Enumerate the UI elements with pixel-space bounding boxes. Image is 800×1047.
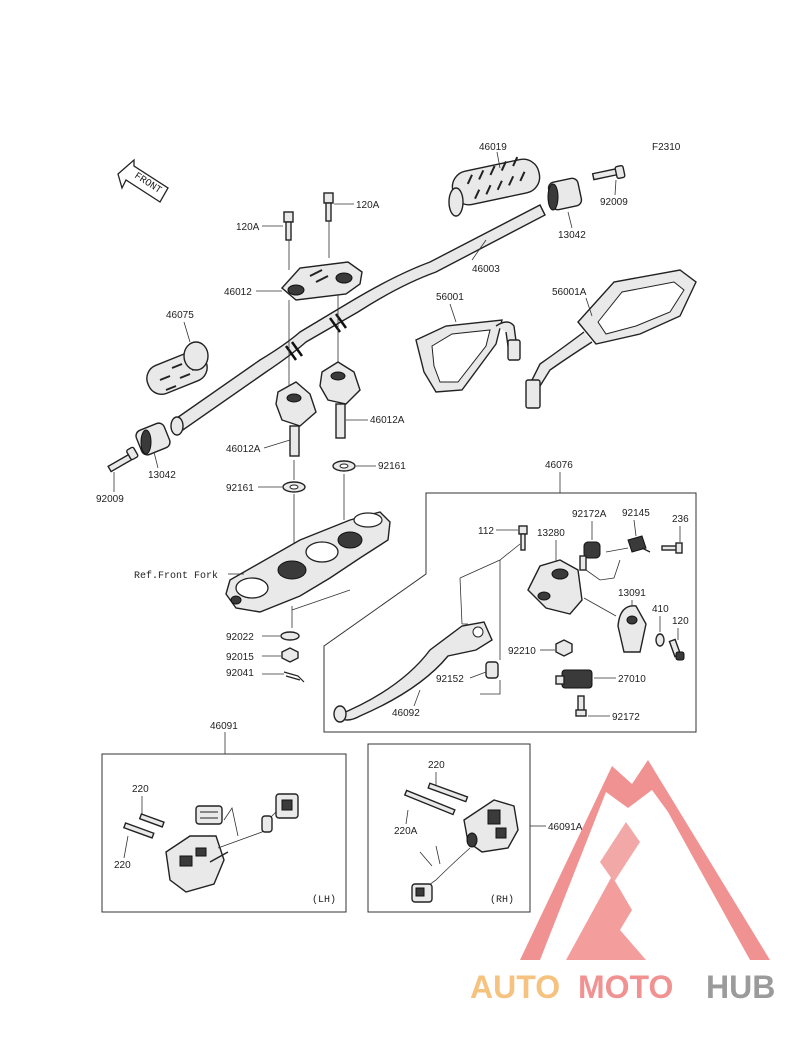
callout-92161-left: 92161 <box>226 483 254 494</box>
bolt-120 <box>668 638 685 661</box>
lh-switch-box <box>101 753 347 913</box>
callout-46091a: 46091A <box>548 822 583 833</box>
callout-120: 120 <box>672 616 689 627</box>
lever-holder-13280 <box>527 559 583 615</box>
callout-410: 410 <box>652 604 669 615</box>
nut-92210 <box>555 639 573 657</box>
handlebar-holder-left <box>275 381 317 457</box>
callout-46012a-left: 46012A <box>226 444 261 455</box>
callout-92145: 92145 <box>622 508 650 519</box>
washer-410 <box>655 633 665 647</box>
callout-13091: 13091 <box>618 588 646 599</box>
callout-46075: 46075 <box>166 310 194 321</box>
callout-27010: 27010 <box>618 674 646 685</box>
callout-56001: 56001 <box>436 292 464 303</box>
mirror-right <box>525 269 697 409</box>
bolt-120a-right <box>323 192 334 222</box>
front-arrow-icon: FRONT <box>117 158 169 203</box>
rh-tag: (RH) <box>490 894 514 906</box>
callout-13042-right: 13042 <box>558 230 586 241</box>
upper-triple-clamp <box>225 511 391 613</box>
callout-92210: 92210 <box>508 646 536 657</box>
screw-220-lower-lh <box>122 822 155 839</box>
bar-end-weight-left <box>135 422 171 456</box>
callout-56001a: 56001A <box>552 287 587 298</box>
callout-120a-left: 120A <box>236 222 260 233</box>
callout-220-lower-lh: 220 <box>114 860 131 871</box>
callout-220-upper-lh: 220 <box>132 784 149 795</box>
callout-220-rh: 220 <box>428 760 445 771</box>
logo-word-3: HUB <box>706 969 775 1005</box>
bolt-112 <box>518 525 528 551</box>
left-grip <box>146 341 209 395</box>
figure-code: F2310 <box>652 142 681 153</box>
callout-46003: 46003 <box>472 264 500 275</box>
nut-92015 <box>281 647 299 663</box>
ref-front-fork-label: Ref.Front Fork <box>134 570 218 582</box>
lh-switch-housing <box>165 793 299 893</box>
screw-92172 <box>575 695 587 717</box>
callout-13042-left: 13042 <box>148 470 176 481</box>
handlebar-holder-right <box>319 361 361 439</box>
callout-46076: 46076 <box>545 460 573 471</box>
callout-46012a-right: 46012A <box>370 415 405 426</box>
lever-assembly-box <box>323 492 697 733</box>
callout-46091: 46091 <box>210 721 238 732</box>
callout-46092: 46092 <box>392 708 420 719</box>
callout-112: 112 <box>478 526 494 537</box>
screw-220-rh <box>427 782 469 803</box>
callout-46019: 46019 <box>479 142 507 153</box>
callout-220a-rh: 220A <box>394 826 418 837</box>
switch-27010 <box>555 669 593 689</box>
rh-switch-box <box>367 743 531 913</box>
callout-92015: 92015 <box>226 652 254 663</box>
clamp-13091 <box>617 605 647 653</box>
logo-word-1: AUTO <box>470 969 560 1005</box>
bar-end-weight-right <box>547 177 583 211</box>
collar-92152 <box>485 661 499 679</box>
automotohub-logo: AUTO MOTO HUB <box>470 760 775 1005</box>
screw-220-upper-lh <box>138 813 165 828</box>
logo-word-2: MOTO <box>578 969 673 1005</box>
callout-46012: 46012 <box>224 287 252 298</box>
washer-92022 <box>280 631 300 641</box>
callout-92041: 92041 <box>226 668 254 679</box>
callout-92022: 92022 <box>226 632 254 643</box>
right-grip <box>448 156 541 217</box>
lh-tag: (LH) <box>312 894 336 906</box>
clutch-lever <box>333 621 493 723</box>
mirror-left <box>415 319 521 393</box>
callout-92009-left: 92009 <box>96 494 124 505</box>
screw-220a-rh <box>403 789 456 816</box>
handlebar <box>170 204 546 436</box>
callout-13280: 13280 <box>537 528 565 539</box>
callout-120a-right: 120A <box>356 200 380 211</box>
screw-left <box>107 446 139 473</box>
screw-236 <box>661 542 683 554</box>
callout-92009-right: 92009 <box>600 197 628 208</box>
callout-236: 236 <box>672 514 689 525</box>
callout-92161-right: 92161 <box>378 461 406 472</box>
callout-92172a: 92172A <box>572 509 607 520</box>
spring-92145 <box>627 535 651 553</box>
rh-switch-housing <box>411 799 519 903</box>
screw-right <box>591 164 626 181</box>
cotter-pin-92041 <box>283 671 305 683</box>
callout-92152: 92152 <box>436 674 464 685</box>
callout-92172: 92172 <box>612 712 640 723</box>
handlebar-upper-clamp <box>280 261 363 301</box>
screw-92172a <box>579 541 601 571</box>
bolt-120a-left <box>283 211 294 241</box>
